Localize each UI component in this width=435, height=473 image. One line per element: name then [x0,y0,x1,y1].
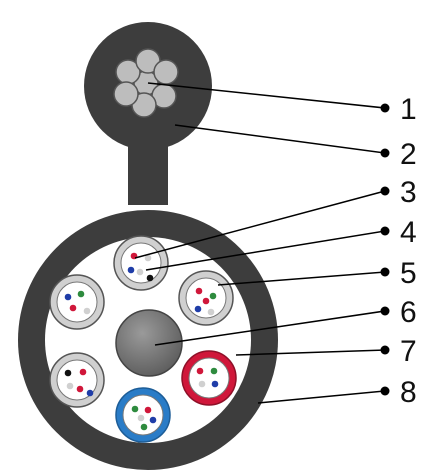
label-4: 4 [400,216,417,249]
leader-line-3 [134,190,386,259]
fiber [210,367,218,375]
loose-tube [178,270,234,326]
fiber [149,416,157,424]
fiber [86,389,94,397]
wire-strand [153,59,179,85]
leader-line-4 [145,230,386,271]
leader-dot-4 [380,226,390,236]
loose-tube [115,387,171,443]
leader-endpoints [380,103,390,396]
fiber [137,414,145,422]
fiber [131,405,139,413]
leader-dot-7 [380,345,390,355]
fiber [194,305,202,313]
leader-dot-3 [380,186,390,196]
label-2: 2 [400,138,417,171]
loose-tube [49,274,105,330]
leader-line-5 [217,271,386,286]
leader-dot-6 [380,306,390,316]
central-strength-member [115,309,183,377]
label-3: 3 [400,176,417,209]
fiber [209,292,217,300]
fiber [83,307,91,315]
leader-dot-1 [380,103,390,113]
leader-line-6 [154,310,386,346]
label-5: 5 [400,257,417,290]
leader-line-7 [235,349,386,356]
fiber [136,268,144,276]
loose-tube [113,235,169,291]
fiber [146,274,154,282]
fiber [64,369,72,377]
fiber [64,293,72,301]
loose-tube [49,352,105,408]
leader-lines [134,82,386,404]
leader-line-8 [257,390,386,404]
fiber [144,406,152,414]
leader-line-1 [147,82,386,109]
label-7: 7 [400,335,417,368]
fiber [196,367,204,375]
label-6: 6 [400,296,417,329]
neck-web [128,135,168,205]
fiber [79,368,87,376]
loose-tube [181,350,237,406]
label-1: 1 [400,93,417,126]
leader-dot-8 [380,386,390,396]
fiber [127,266,135,274]
fiber [198,380,206,388]
messenger-wire [113,48,179,118]
fiber [69,304,77,312]
fiber [144,254,152,262]
fiber [195,287,203,295]
label-8: 8 [400,376,417,409]
leader-dot-5 [380,267,390,277]
fiber [207,308,215,316]
leader-line-2 [174,124,386,154]
fiber [76,385,84,393]
fiber [202,297,210,305]
wire-strand [113,81,139,107]
fiber [211,380,219,388]
leader-dot-2 [380,148,390,158]
fiber [66,382,74,390]
fiber [77,290,85,298]
fiber [140,423,148,431]
